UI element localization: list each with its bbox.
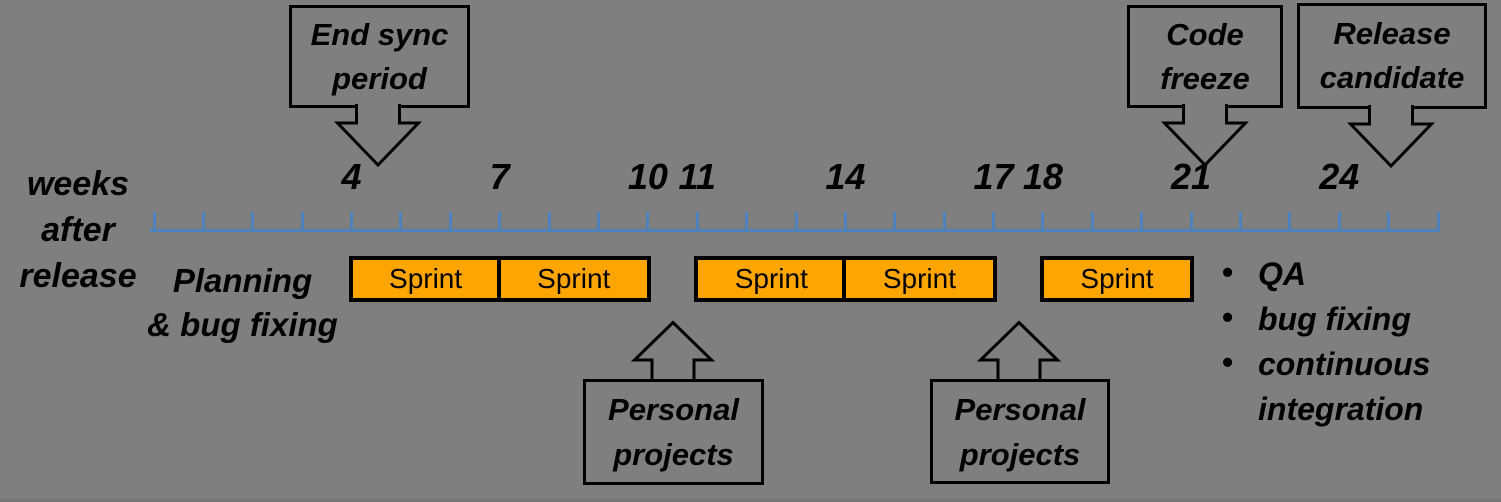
week-label-4: 4	[341, 156, 362, 197]
timeline-tick	[1387, 212, 1391, 232]
personal-projects-line: projects	[959, 436, 1081, 472]
week-label-7: 7	[489, 156, 510, 197]
timeline-tick	[498, 212, 502, 232]
timeline-tick	[646, 212, 650, 232]
week-label-24: 24	[1319, 156, 1360, 197]
timeline-tick	[596, 212, 600, 232]
timeline-tick	[893, 212, 897, 232]
timeline-tick	[201, 212, 205, 232]
timeline-tick	[992, 212, 996, 232]
bullet-icon: •	[1222, 254, 1234, 290]
timeline-tick	[399, 212, 403, 232]
sprint-box-4: Sprint	[842, 256, 997, 302]
arrow-down-release-candidate-icon	[1346, 105, 1436, 169]
callout-text-line: candidate	[1319, 60, 1465, 95]
timeline-tick	[1140, 212, 1144, 232]
callout-text-line: Release	[1333, 16, 1451, 51]
timeline-tick	[350, 212, 354, 232]
week-label-18: 18	[1022, 156, 1063, 197]
timeline-tick	[547, 212, 551, 232]
bottom-edge	[0, 499, 1501, 502]
timeline-tick	[1189, 212, 1193, 232]
axis-title: weeks after release	[8, 161, 148, 299]
sprint-box-3: Sprint	[694, 256, 849, 302]
arrow-up-personal-projects-1-icon	[630, 320, 716, 383]
timeline-tick	[942, 212, 946, 232]
timeline-tick	[251, 212, 255, 232]
timeline-tick	[1288, 212, 1292, 232]
qa-bullet-text: bug fixing	[1258, 301, 1411, 337]
timeline-tick	[695, 212, 699, 232]
axis-title-line: after	[41, 211, 115, 249]
week-label-17: 17	[973, 156, 1014, 197]
callout-release-candidate: Release candidate	[1297, 3, 1487, 109]
personal-projects-line: projects	[613, 437, 734, 472]
timeline-tick	[152, 212, 156, 232]
timeline-tick	[794, 212, 798, 232]
axis-title-line: weeks	[26, 165, 130, 203]
planning-phase-line: & bug fixing	[147, 306, 338, 343]
sprint-box-1: Sprint	[348, 256, 503, 302]
callout-text-line: period	[332, 60, 427, 96]
callout-code-freeze: Code freeze	[1127, 5, 1283, 108]
sprint-box-5: Sprint	[1039, 256, 1195, 302]
timeline-tick	[1041, 212, 1045, 232]
personal-projects-line: Personal	[954, 391, 1086, 427]
planning-phase-line: Planning	[172, 262, 313, 299]
qa-bullet-item: • QA	[1212, 252, 1477, 297]
bullet-icon: •	[1222, 299, 1234, 335]
arrow-down-code-freeze-icon	[1160, 104, 1250, 168]
sprint-box-2: Sprint	[496, 256, 651, 302]
timeline-tick	[1238, 212, 1242, 232]
callout-text-line: End sync	[310, 16, 449, 52]
arrow-up-personal-projects-2-icon	[976, 320, 1062, 383]
qa-bullet-item: • continuous integration	[1212, 342, 1477, 432]
personal-projects-box-2: Personal projects	[930, 379, 1110, 484]
arrow-down-end-sync-icon	[333, 104, 423, 168]
qa-bullet-text: continuous integration	[1258, 346, 1431, 427]
callout-text-line: Code	[1166, 16, 1244, 52]
qa-bullet-list: • QA • bug fixing • continuous integration	[1212, 252, 1477, 432]
timeline-tick	[448, 212, 452, 232]
qa-bullet-text: QA	[1258, 256, 1306, 292]
week-label-14: 14	[825, 156, 866, 197]
personal-projects-box-1: Personal projects	[583, 379, 764, 485]
axis-title-line: release	[19, 257, 137, 295]
week-label-10: 10	[627, 156, 668, 197]
timeline-tick	[1436, 212, 1440, 232]
qa-bullet-item: • bug fixing	[1212, 297, 1477, 342]
personal-projects-line: Personal	[608, 392, 739, 427]
week-label-21: 21	[1171, 156, 1212, 197]
week-label-11: 11	[678, 156, 716, 197]
timeline-tick	[1090, 212, 1094, 232]
bullet-icon: •	[1222, 344, 1234, 380]
timeline-tick	[1337, 212, 1341, 232]
timeline-tick	[745, 212, 749, 232]
timeline-tick	[843, 212, 847, 232]
planning-phase-label: Planning & bug fixing	[120, 259, 365, 347]
callout-end-sync-period: End sync period	[289, 5, 470, 108]
callout-text-line: freeze	[1160, 60, 1250, 96]
timeline-tick	[300, 212, 304, 232]
